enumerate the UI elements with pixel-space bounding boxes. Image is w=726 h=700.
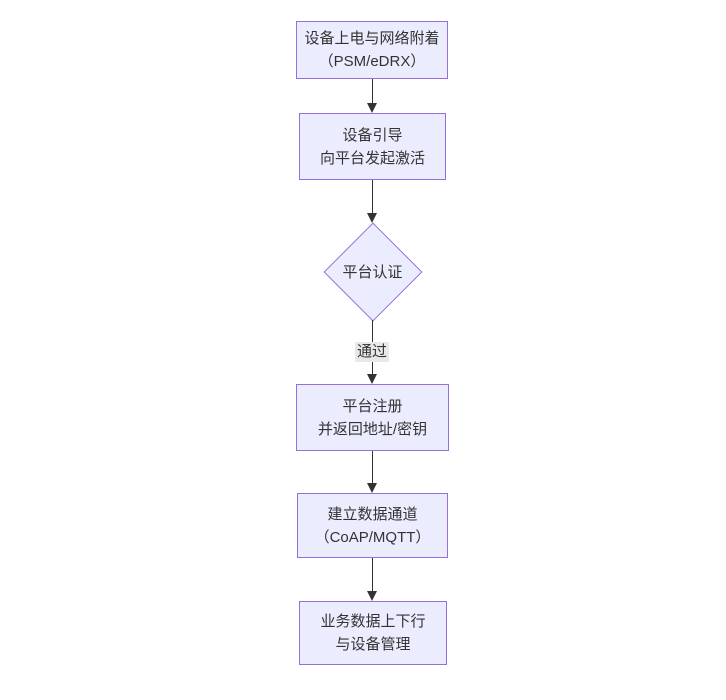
- node-platform-auth-decision: 平台认证: [322, 222, 423, 321]
- node-device-bootstrap: 设备引导 向平台发起激活: [299, 113, 446, 180]
- node-text-line: 平台注册: [342, 397, 403, 415]
- arrowhead-icon: [367, 213, 377, 223]
- edge-label-pass: 通过: [354, 342, 390, 362]
- arrowhead-icon: [367, 374, 377, 384]
- edge-line: [371, 558, 373, 597]
- arrowhead-icon: [367, 591, 377, 601]
- edge-line: [371, 180, 373, 219]
- arrowhead-icon: [367, 103, 377, 113]
- node-text-line: 向平台发起激活: [319, 149, 425, 167]
- arrowhead-icon: [367, 483, 377, 493]
- node-text-line: （PSM/eDRX）: [318, 53, 426, 70]
- node-text-line: 平台认证: [342, 264, 403, 281]
- node-business-data: 业务数据上下行 与设备管理: [299, 601, 447, 665]
- node-data-channel: 建立数据通道 （CoAP/MQTT）: [297, 493, 448, 558]
- node-platform-register: 平台注册 并返回地址/密钥: [296, 384, 449, 451]
- node-text-line: 并返回地址/密钥: [317, 420, 428, 438]
- node-device-power-on: 设备上电与网络附着 （PSM/eDRX）: [296, 21, 448, 79]
- edge-b-c: [366, 180, 378, 223]
- node-text-line: （CoAP/MQTT）: [314, 528, 431, 546]
- edge-line: [371, 79, 373, 109]
- node-text-line: 设备上电与网络附着: [304, 30, 440, 47]
- edge-a-b: [366, 79, 378, 113]
- node-text-line: 设备引导: [342, 126, 403, 144]
- node-text-line: 与设备管理: [335, 636, 411, 653]
- edge-d-e: [366, 451, 378, 493]
- node-text-line: 建立数据通道: [327, 505, 418, 523]
- node-text-line: 业务数据上下行: [320, 613, 426, 630]
- edge-line: [371, 451, 373, 489]
- edge-e-f: [366, 558, 378, 601]
